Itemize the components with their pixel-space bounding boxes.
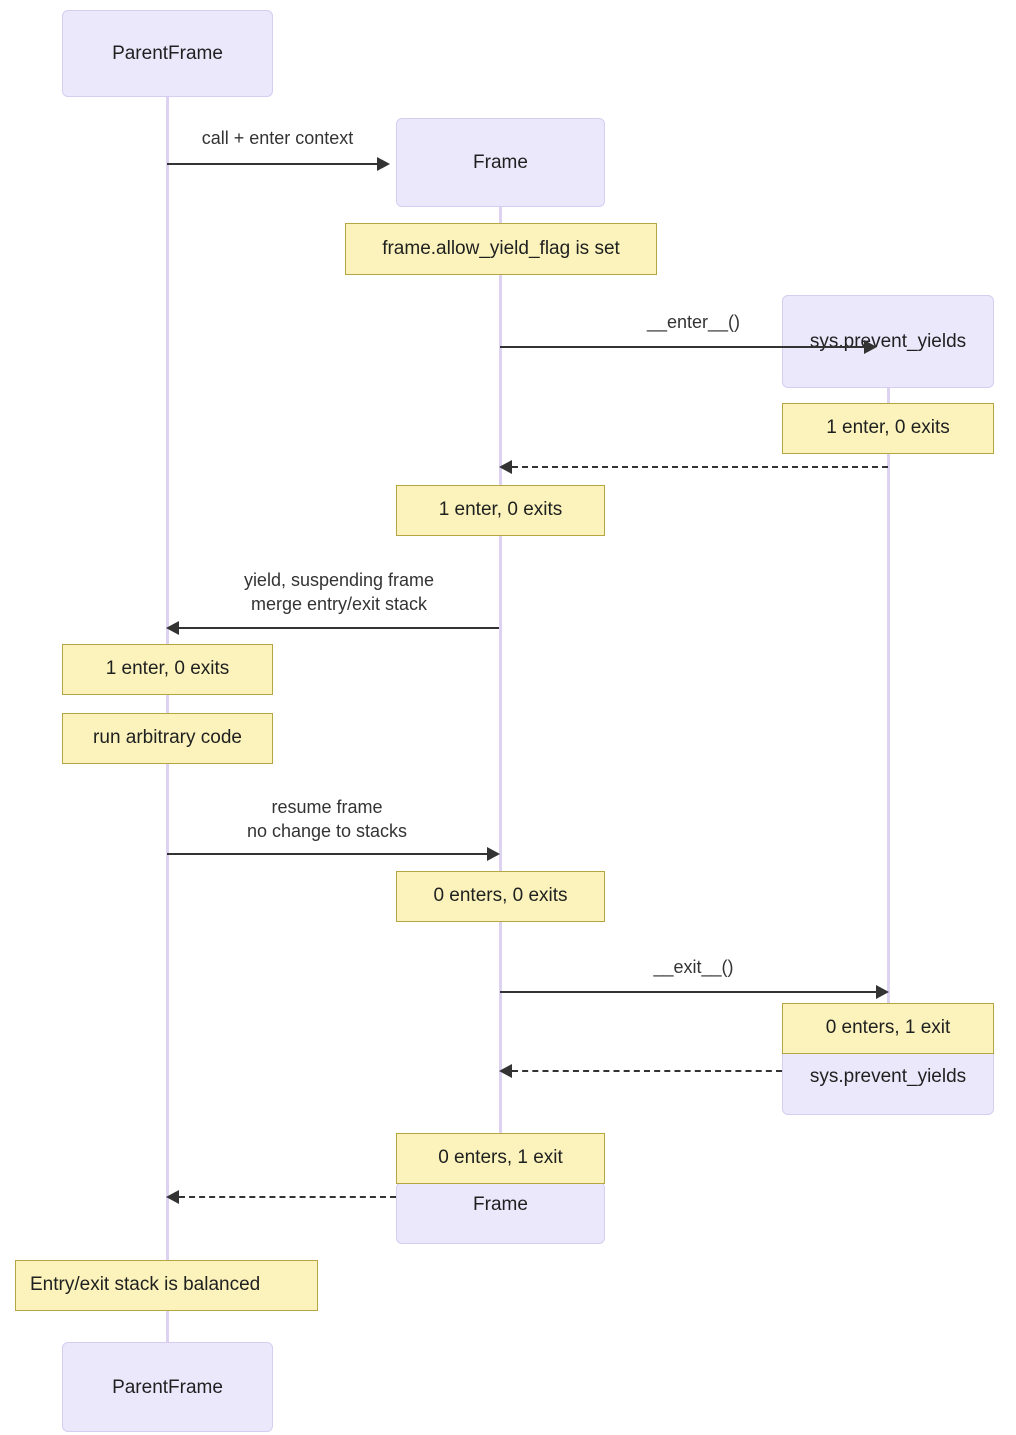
note-label: 1 enter, 0 exits bbox=[826, 417, 950, 439]
lifeline-frame bbox=[499, 207, 502, 1182]
message-label-enter-call: __enter__() bbox=[646, 312, 741, 332]
message-line-exit-call bbox=[500, 991, 876, 993]
message-line-enter-return bbox=[512, 466, 888, 468]
message-arrowhead-enter-call bbox=[864, 340, 877, 354]
note-label: run arbitrary code bbox=[93, 727, 242, 749]
participant-label: Frame bbox=[473, 152, 528, 173]
message-label-exit-call: __exit__() bbox=[653, 957, 734, 977]
participant-label: ParentFrame bbox=[112, 43, 223, 64]
note-frame-zero-enters-one-exit: 0 enters, 1 exit bbox=[396, 1133, 605, 1184]
note-label: 0 enters, 1 exit bbox=[825, 1017, 951, 1039]
message-arrowhead-enter-return bbox=[499, 460, 512, 474]
message-arrowhead-exit-return bbox=[499, 1064, 512, 1078]
participant-label: sys.prevent_yields bbox=[809, 331, 967, 352]
participant-frame-top[interactable]: Frame bbox=[396, 118, 605, 207]
note-run-arbitrary-code: run arbitrary code bbox=[62, 713, 273, 764]
note-label: 0 enters, 0 exits bbox=[433, 885, 568, 907]
message-line-exit-return bbox=[512, 1070, 782, 1072]
message-line-frame-return-to-parent bbox=[179, 1196, 396, 1198]
note-label: Entry/exit stack is balanced bbox=[30, 1274, 261, 1296]
message-arrowhead-exit-call bbox=[876, 985, 889, 999]
participant-label: Frame bbox=[473, 1194, 528, 1215]
message-line-yield-suspending-frame bbox=[179, 627, 499, 629]
note-parent-one-enter-zero-exits: 1 enter, 0 exits bbox=[62, 644, 273, 695]
note-label: 1 enter, 0 exits bbox=[105, 658, 230, 680]
note-frame-zero-enters-zero-exits: 0 enters, 0 exits bbox=[396, 871, 605, 922]
note-label: frame.allow_yield_flag is set bbox=[382, 237, 620, 259]
message-arrowhead-call-enter-context bbox=[377, 157, 390, 171]
participant-sys-prevent-yields-top[interactable]: sys.prevent_yields bbox=[782, 295, 994, 388]
note-sys-one-enter-zero-exits: 1 enter, 0 exits bbox=[782, 403, 994, 454]
participant-parentframe-top[interactable]: ParentFrame bbox=[62, 10, 273, 97]
message-label-call-enter-context: call + enter context bbox=[201, 128, 354, 148]
note-sys-zero-enters-one-exit: 0 enters, 1 exit bbox=[782, 1003, 994, 1054]
note-frame-allow-yield-flag: frame.allow_yield_flag is set bbox=[345, 223, 657, 275]
message-line-call-enter-context bbox=[167, 163, 377, 165]
message-arrowhead-yield-suspending-frame bbox=[166, 621, 179, 635]
message-arrowhead-resume-frame bbox=[487, 847, 500, 861]
message-label-yield-suspending-frame: yield, suspending frame merge entry/exit… bbox=[243, 570, 435, 615]
message-label-resume-frame: resume frame no change to stacks bbox=[246, 797, 408, 842]
participant-frame-bottom[interactable]: Frame bbox=[396, 1182, 605, 1244]
note-label: 1 enter, 0 exits bbox=[438, 499, 563, 521]
message-arrowhead-frame-return-to-parent bbox=[166, 1190, 179, 1204]
note-frame-one-enter-zero-exits: 1 enter, 0 exits bbox=[396, 485, 605, 536]
participant-label: ParentFrame bbox=[112, 1376, 223, 1398]
message-line-resume-frame bbox=[167, 853, 487, 855]
lifeline-sys-prevent-yields bbox=[887, 388, 890, 1024]
message-line-enter-call bbox=[500, 346, 864, 348]
note-label: 0 enters, 1 exit bbox=[438, 1147, 563, 1169]
participant-parentframe-bottom[interactable]: ParentFrame bbox=[62, 1342, 273, 1432]
participant-label: sys.prevent_yields bbox=[809, 1066, 967, 1087]
note-entry-exit-stack-balanced: Entry/exit stack is balanced bbox=[15, 1260, 318, 1311]
